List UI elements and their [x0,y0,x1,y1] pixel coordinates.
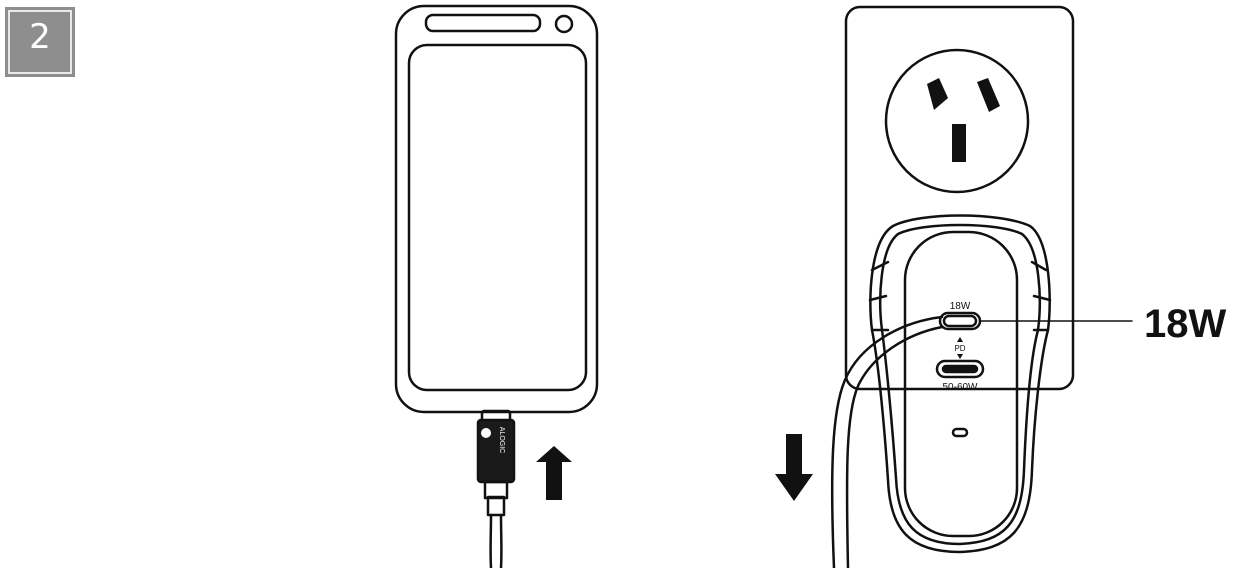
charger-grip-right [1030,260,1052,332]
charger-bottom-port-label: 50-60W [942,382,978,393]
charger: 18W PD 50-60W [868,214,1052,554]
charger-indicator-led [951,427,969,438]
socket-pin-left [927,78,948,110]
wall-socket [844,5,1075,391]
charger-cable-outer [830,315,944,568]
charger-front-face [903,230,1019,538]
arrow-down-icon [775,434,813,501]
arrow-up-icon [536,446,572,500]
plug-logo-dot [481,428,491,438]
step-badge: 2 [5,7,75,77]
charger-top-port-label: 18W [950,301,971,312]
socket-outlet [884,48,1030,194]
charger-pd-label: PD [954,344,965,353]
phone-camera [554,14,574,34]
socket-pin-earth [952,124,966,162]
step-badge-frame [8,10,72,74]
socket-pin-right [977,78,1000,112]
pd-down-triangle [957,354,963,359]
phone-speaker [424,13,542,33]
plug-strain-relief-top [483,480,509,500]
charger-bottom-port [935,359,985,379]
charger-shell-mid [879,223,1041,546]
usb-c-cable-plug: ALOGIC [476,409,516,568]
phone-body [394,4,599,414]
charger-bottom-port-inner [941,364,979,374]
phone-screen [407,43,588,392]
charger-cable-inner [845,325,944,568]
charger-grip-left [868,260,890,332]
charger-top-port-plug [942,314,978,328]
cable-brand-label: ALOGIC [498,427,505,453]
callout-label: 18W [1144,302,1226,346]
pd-up-triangle [957,337,963,342]
phone [394,4,599,414]
charger-shell-outer [869,214,1051,554]
wall-plate [844,5,1075,391]
step-number: 2 [29,17,51,57]
plug-strain-relief [486,495,506,517]
